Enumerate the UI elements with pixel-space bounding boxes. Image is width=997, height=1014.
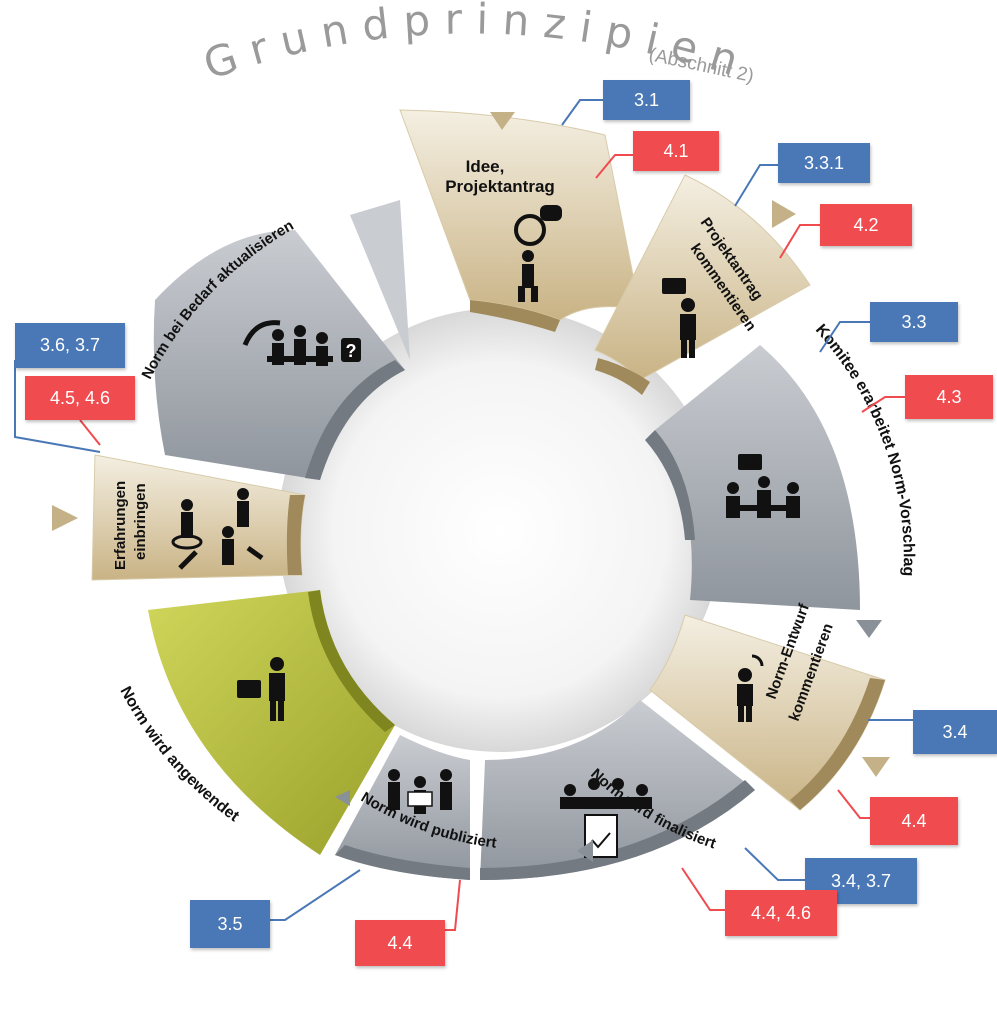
segment-finalisiert xyxy=(480,700,755,880)
connector-4-4-b xyxy=(445,879,461,931)
label-4-4: 4.4 xyxy=(870,797,958,845)
label-4-3: 4.3 xyxy=(905,375,993,419)
connector-3-5 xyxy=(270,869,361,921)
label-4-1: 4.1 xyxy=(633,131,719,171)
arrow-entwurf xyxy=(862,757,890,777)
label-erfahrungen-1: Erfahrungen xyxy=(112,481,129,570)
people-exchange-icon xyxy=(171,488,264,570)
label-idee-2: Projektantrag xyxy=(445,177,555,196)
label-4-5-4-6: 4.5, 4.6 xyxy=(25,376,135,420)
meeting-document-icon xyxy=(560,778,652,858)
broadcast-person-icon xyxy=(737,654,764,722)
connector-3-6-3-7 xyxy=(14,360,101,453)
label-3-3: 3.3 xyxy=(870,302,958,342)
connector-4-4 xyxy=(837,789,870,819)
connector-4-1 xyxy=(595,154,633,179)
lightbulb-person-icon xyxy=(514,205,562,302)
segment-komitee xyxy=(645,345,860,610)
cheering-people-icon xyxy=(388,769,452,814)
label-3-3-1: 3.3.1 xyxy=(778,143,870,183)
connector-3-3 xyxy=(819,321,870,353)
arrow-finalisiert xyxy=(577,840,593,862)
label-3-1: 3.1 xyxy=(603,80,690,120)
title: Grundprinzipien (Abschnitt 2) xyxy=(197,0,757,89)
center-circle xyxy=(278,308,722,752)
label-3-6-3-7: 3.6, 3.7 xyxy=(15,323,125,368)
connector-3-1 xyxy=(561,99,603,126)
connector-4-2 xyxy=(779,224,820,259)
speech-person-icon xyxy=(662,278,696,358)
arrow-erfahrungen xyxy=(52,505,78,531)
connector-3-4-3-7 xyxy=(744,847,805,881)
meeting-question-icon: ? xyxy=(242,320,361,366)
connector-3-3-1 xyxy=(734,164,778,207)
label-4-2: 4.2 xyxy=(820,204,912,246)
label-3-4: 3.4 xyxy=(913,710,997,754)
label-3-5: 3.5 xyxy=(190,900,270,948)
connector-4-4-4-6 xyxy=(681,867,725,911)
segment-entwurf xyxy=(649,614,886,811)
arrow-publiziert xyxy=(335,790,350,806)
label-4-4-b: 4.4 xyxy=(355,920,445,966)
label-idee-1: Idee, xyxy=(466,157,505,176)
segment-idee xyxy=(399,109,641,332)
svg-text:Grundprinzipien: Grundprinzipien xyxy=(197,0,757,89)
gap-wedge xyxy=(350,200,410,360)
svg-text:?: ? xyxy=(346,341,357,361)
segment-publiziert xyxy=(335,735,470,880)
connector-4-3 xyxy=(861,396,905,413)
label-4-4-4-6: 4.4, 4.6 xyxy=(725,890,837,936)
connector-4-5-4-6 xyxy=(79,419,101,446)
segment-projektantrag xyxy=(594,174,811,395)
arrow-projektantrag xyxy=(772,200,796,228)
segment-angewendet xyxy=(148,590,395,855)
arrow-idee xyxy=(490,112,515,130)
title-main: Grundprinzipien xyxy=(197,0,743,89)
committee-table-icon xyxy=(726,454,800,518)
arrow-komitee xyxy=(856,620,882,638)
person-briefcase-icon xyxy=(237,657,285,721)
label-erfahrungen-2: einbringen xyxy=(132,483,149,560)
